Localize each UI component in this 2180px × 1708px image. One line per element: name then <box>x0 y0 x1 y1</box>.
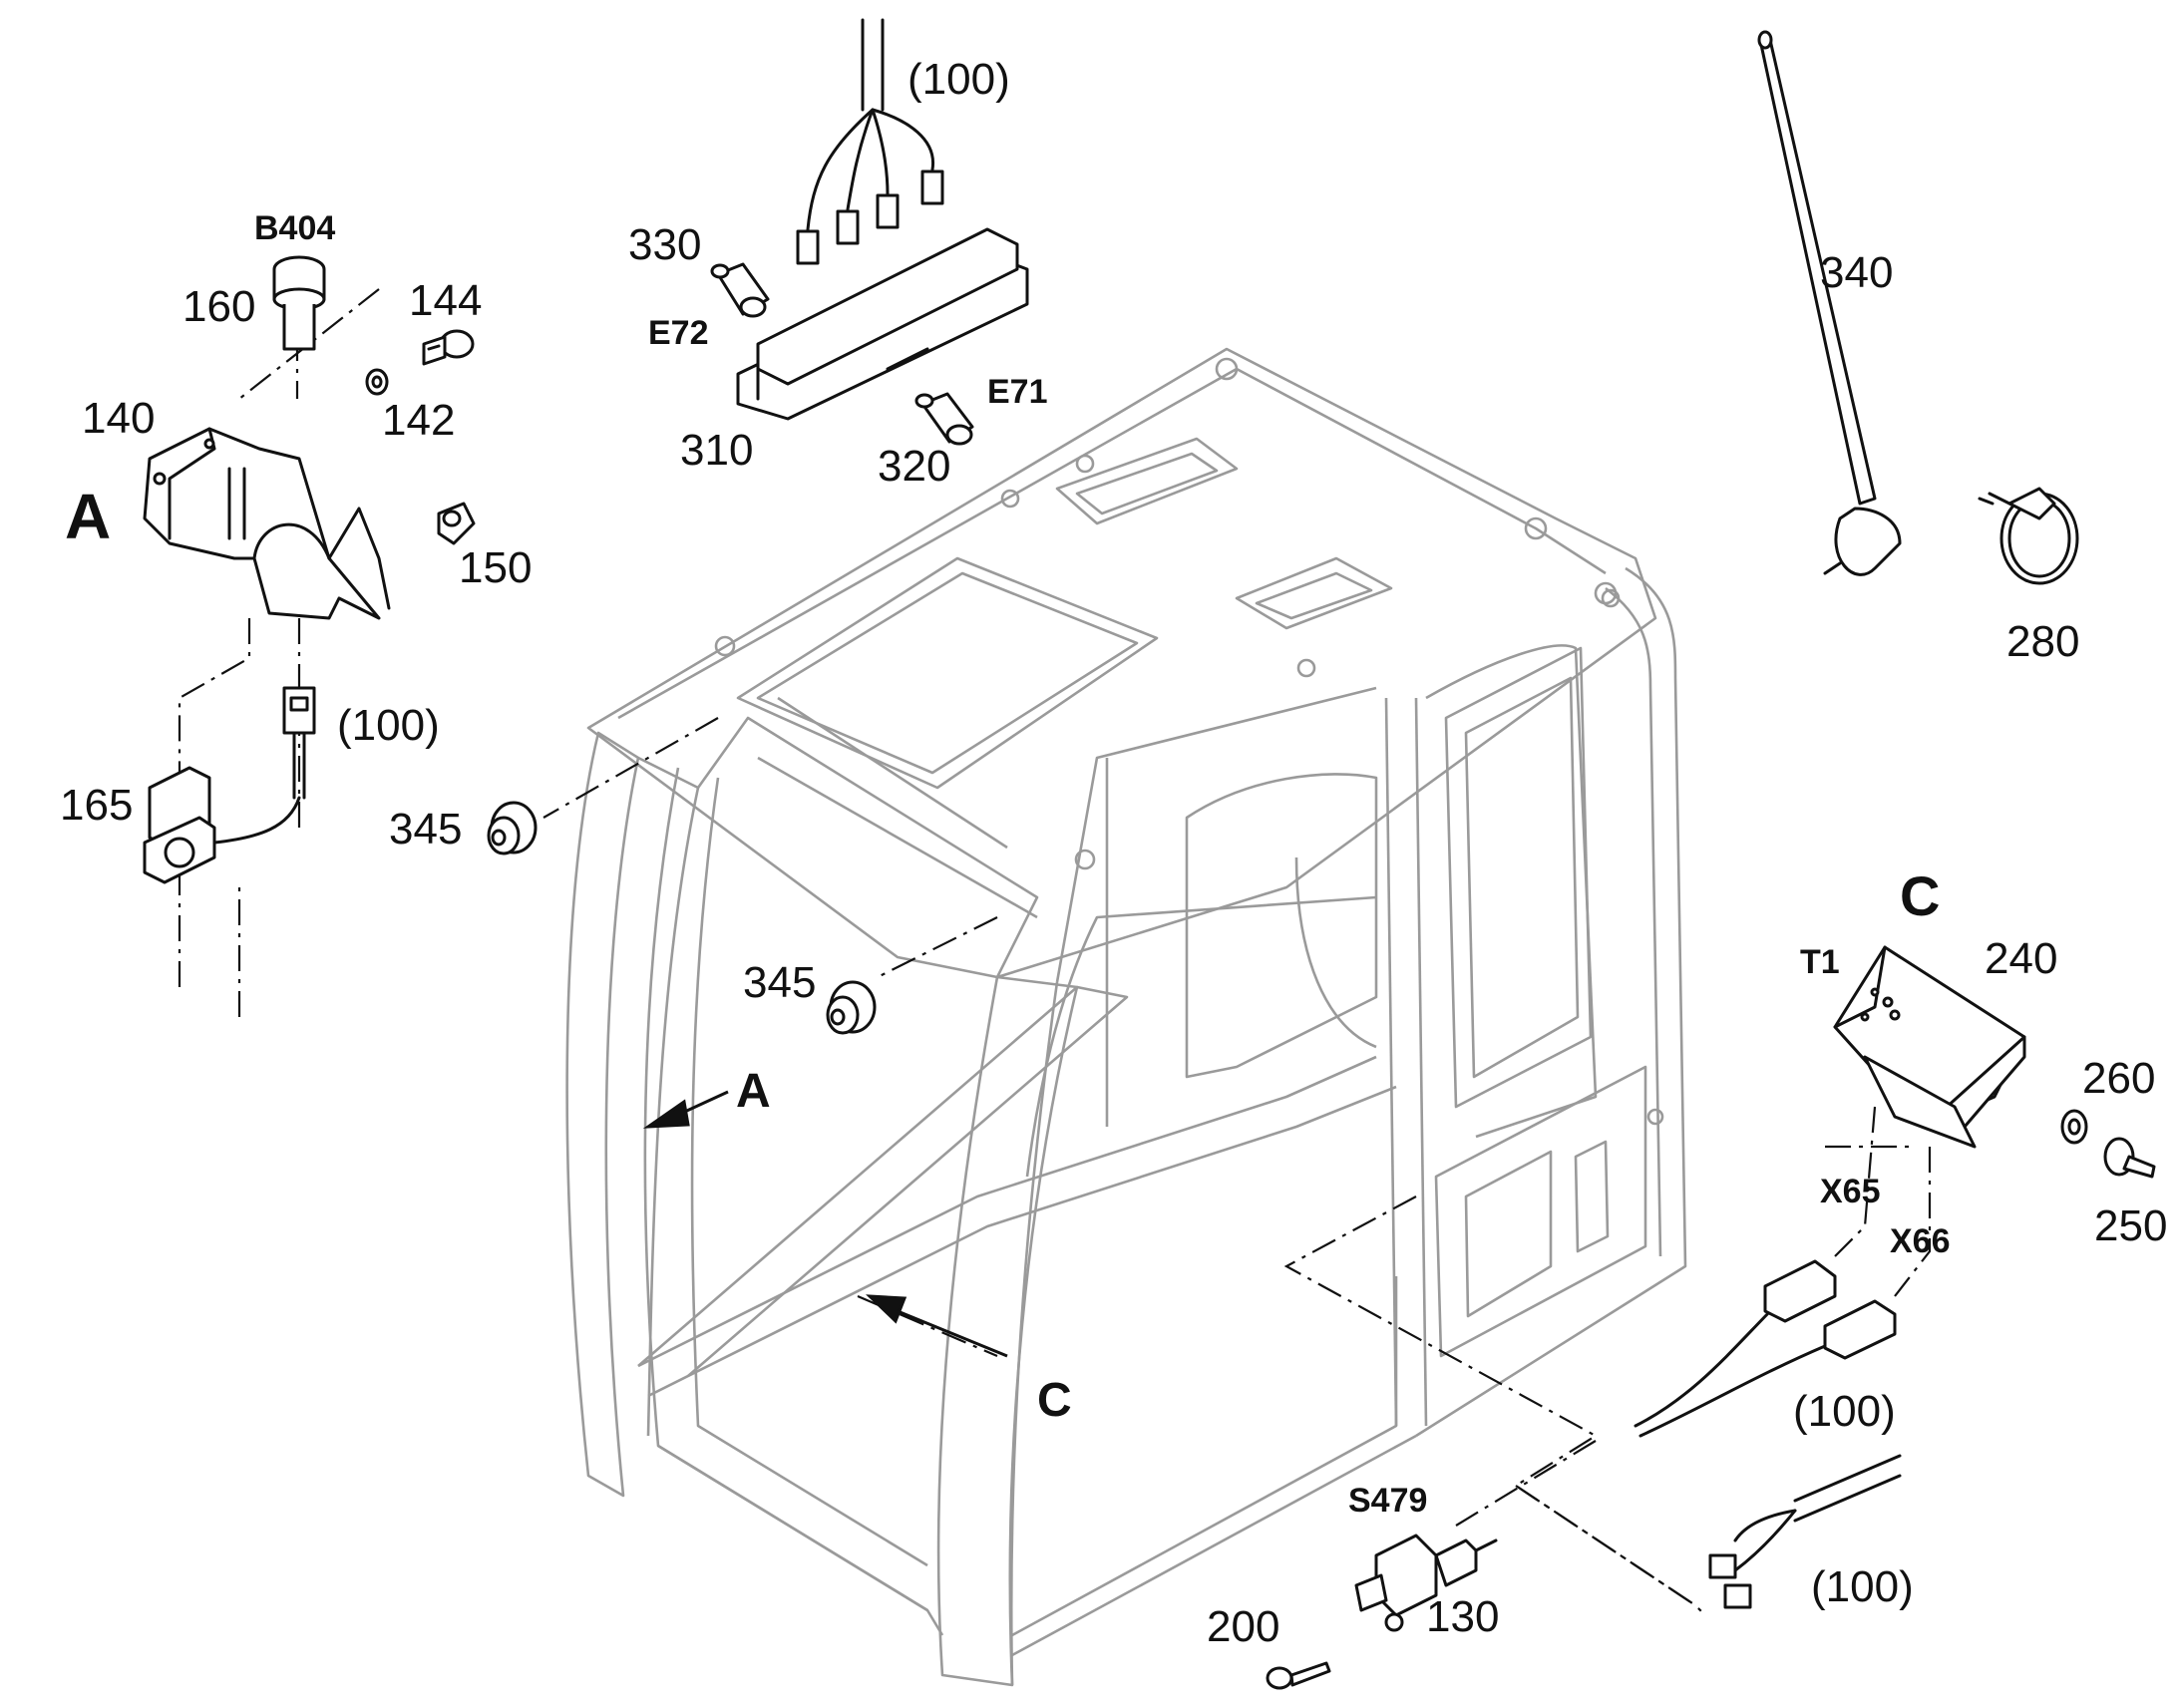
label-b404: B404 <box>254 209 335 247</box>
screw-200 <box>1266 1661 1331 1690</box>
plug-345-b <box>826 980 877 1035</box>
label-e72: E72 <box>648 314 709 352</box>
antenna-340 <box>1757 30 1902 576</box>
view-arrow-c <box>866 1294 1008 1358</box>
bolt-144 <box>422 329 475 366</box>
label-x65: X65 <box>1820 1173 1881 1210</box>
bracket-140 <box>143 427 391 620</box>
harness-100-c <box>1634 1259 1897 1438</box>
label-e71: E71 <box>987 373 1048 411</box>
label-a-detail: A <box>65 481 111 552</box>
label-150: 150 <box>459 543 532 592</box>
label-240: 240 <box>1985 934 2057 983</box>
label-c-detail: C <box>1900 864 1940 927</box>
view-arrow-a <box>642 1090 729 1129</box>
label-100-d: (100) <box>1811 1562 1914 1611</box>
label-s479: S479 <box>1348 1482 1427 1520</box>
label-100-top: (100) <box>908 55 1010 104</box>
label-140: 140 <box>82 394 155 443</box>
label-144: 144 <box>409 276 482 325</box>
holder-165 <box>143 766 301 884</box>
label-280: 280 <box>2006 617 2079 666</box>
label-x66: X66 <box>1890 1222 1951 1260</box>
frame-bolts <box>714 357 1664 1126</box>
washer-142 <box>365 368 389 396</box>
label-345-a: 345 <box>389 805 462 854</box>
label-142: 142 <box>382 396 455 445</box>
bulb-330 <box>710 262 770 318</box>
lighter-socket-160 <box>272 255 326 351</box>
label-260: 260 <box>2082 1054 2155 1103</box>
label-165: 165 <box>60 781 133 830</box>
label-100-c: (100) <box>1793 1387 1896 1436</box>
label-130: 130 <box>1426 1592 1499 1641</box>
bulb-320 <box>914 392 974 446</box>
lamp-unit-310 <box>736 227 1029 421</box>
part-labels: (100) 330 E72 310 320 E71 B404 160 144 1… <box>60 55 2167 1651</box>
cable-tie-280 <box>1978 487 2079 585</box>
cab-frame <box>565 347 1687 1687</box>
label-160: 160 <box>182 282 255 331</box>
washer-260 <box>2060 1109 2088 1145</box>
label-c-arrow: C <box>1037 1374 1072 1427</box>
label-250: 250 <box>2094 1201 2167 1250</box>
label-t1: T1 <box>1800 943 1840 981</box>
harness-100-d <box>1708 1454 1902 1609</box>
label-200: 200 <box>1207 1602 1279 1651</box>
label-a-arrow: A <box>736 1065 771 1118</box>
label-310: 310 <box>680 426 753 475</box>
label-340: 340 <box>1820 248 1893 297</box>
label-100-a: (100) <box>337 701 440 750</box>
connector-100-a <box>282 686 316 800</box>
timer-240 <box>1833 945 2026 1149</box>
screw-250 <box>2103 1137 2156 1179</box>
door-switch-130 <box>1354 1534 1498 1632</box>
label-330: 330 <box>628 220 701 269</box>
plug-345-a <box>487 801 538 855</box>
harness-100-top <box>796 18 944 265</box>
label-320: 320 <box>878 442 950 491</box>
label-345-b: 345 <box>743 958 816 1007</box>
clip-150 <box>437 502 476 545</box>
